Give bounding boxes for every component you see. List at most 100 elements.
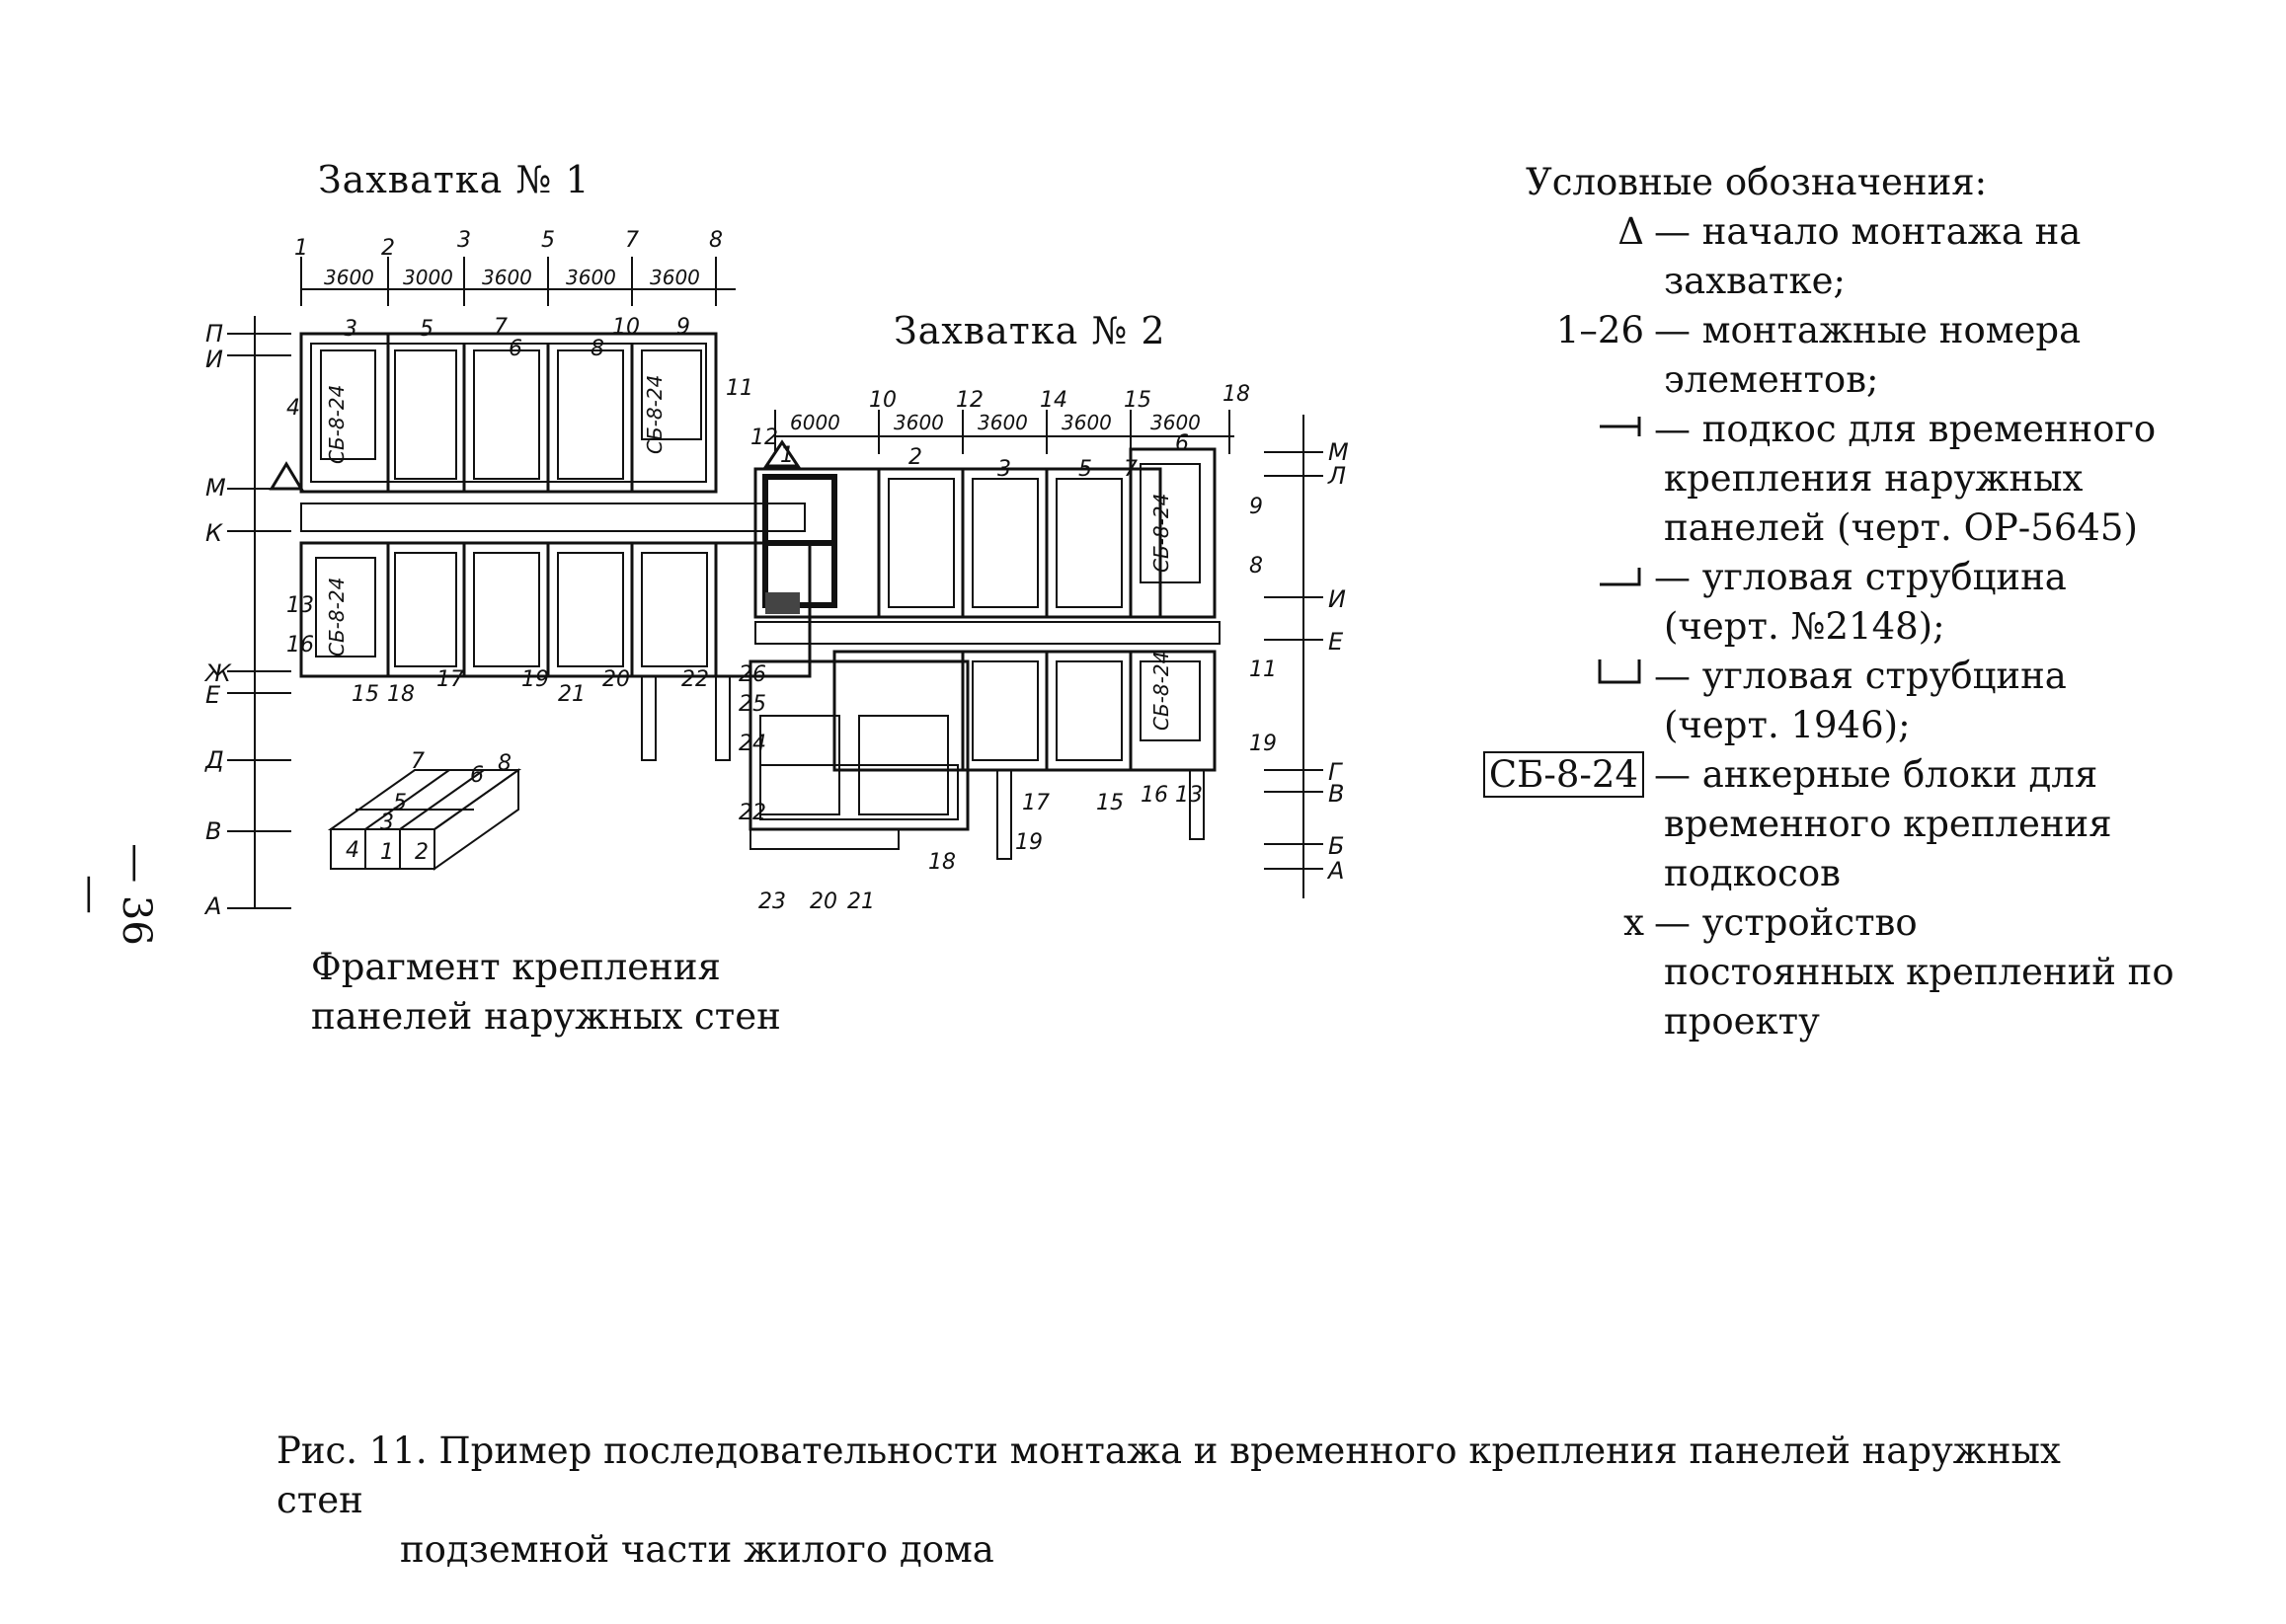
- svg-text:3600: 3600: [1062, 411, 1112, 434]
- svg-text:СБ-8-24: СБ-8-24: [325, 578, 349, 657]
- legend-item-start: Δ — начало монтажа на захватке;: [1526, 207, 2217, 306]
- svg-text:7: 7: [411, 749, 425, 774]
- svg-text:3600: 3600: [650, 266, 700, 289]
- svg-text:4: 4: [286, 396, 300, 421]
- svg-text:СБ-8-24: СБ-8-24: [325, 385, 349, 464]
- fragment-caption: Фрагмент крепления панелей наружных стен: [311, 943, 781, 1042]
- plan-drawing: 1 2 3 5 7 8 3600 3000 3600 3600 3600 П И…: [203, 228, 1349, 920]
- legend-text: (черт. 1946);: [1664, 704, 1911, 746]
- svg-text:В: В: [205, 817, 221, 845]
- svg-text:12: 12: [956, 388, 984, 413]
- svg-text:2: 2: [415, 840, 429, 865]
- legend-item-numbers: 1–26 — монтажные номера элементов;: [1526, 306, 2217, 405]
- svg-text:3600: 3600: [894, 411, 944, 434]
- svg-text:11: 11: [726, 376, 753, 401]
- svg-text:2: 2: [908, 445, 922, 470]
- svg-text:26: 26: [739, 662, 766, 687]
- svg-text:3600: 3600: [978, 411, 1028, 434]
- zone1-title: Захватка № 1: [318, 158, 591, 201]
- svg-text:20: 20: [602, 667, 630, 692]
- svg-text:10: 10: [612, 315, 640, 340]
- fragment-drawing: [327, 768, 522, 871]
- svg-text:10: 10: [869, 388, 897, 413]
- hatched-panel: [765, 592, 800, 614]
- svg-text:3600: 3600: [566, 266, 616, 289]
- legend-text: захватке;: [1664, 260, 1846, 302]
- legend-text: — монтажные номера: [1654, 309, 2082, 351]
- svg-text:Ж: Ж: [203, 659, 232, 687]
- svg-text:8: 8: [1249, 554, 1263, 579]
- svg-text:СБ-8-24: СБ-8-24: [1149, 494, 1173, 573]
- legend-text: — подкос для временного: [1654, 408, 2157, 450]
- corner-clamp-1946-icon: [1526, 652, 1654, 750]
- svg-text:3: 3: [457, 228, 471, 253]
- legend-symbol: Δ: [1617, 210, 1644, 253]
- svg-text:Е: Е: [205, 681, 221, 709]
- svg-text:3600: 3600: [324, 266, 374, 289]
- svg-text:22: 22: [681, 667, 709, 692]
- legend-symbol: 1–26: [1555, 309, 1644, 351]
- svg-text:7: 7: [625, 228, 639, 253]
- svg-text:3: 3: [344, 317, 357, 342]
- strut-icon: [1526, 405, 1654, 553]
- svg-text:Б: Б: [1328, 832, 1344, 860]
- svg-text:4: 4: [346, 838, 359, 863]
- svg-text:3: 3: [380, 811, 394, 835]
- figure-caption-line2: подземной части жилого дома: [400, 1528, 994, 1571]
- svg-text:19: 19: [1015, 830, 1043, 855]
- zone2-title: Захватка № 2: [894, 309, 1166, 352]
- svg-text:19: 19: [521, 667, 549, 692]
- svg-text:18: 18: [1222, 382, 1250, 407]
- svg-text:М: М: [1328, 438, 1349, 466]
- legend-text: подкосов: [1664, 852, 1841, 894]
- svg-text:22: 22: [739, 801, 766, 825]
- svg-text:16: 16: [286, 633, 314, 657]
- legend-text: постоянных креплений по: [1664, 951, 2174, 993]
- svg-text:18: 18: [928, 850, 956, 875]
- legend-text: проекту: [1664, 1000, 1820, 1043]
- fragment-caption-line: Фрагмент крепления: [311, 946, 721, 988]
- legend-text: элементов;: [1664, 358, 1879, 401]
- svg-text:15: 15: [1124, 388, 1151, 413]
- legend-item-anchor: СБ-8-24 — анкерные блоки для временного …: [1457, 750, 2217, 898]
- page-number: — 36 —: [68, 843, 159, 946]
- svg-text:7: 7: [494, 315, 508, 340]
- start-marker-plan1: [269, 461, 304, 491]
- svg-text:23: 23: [758, 889, 786, 914]
- svg-text:17: 17: [436, 667, 464, 692]
- legend-item-clamp-2148: — угловая струбцина (черт. №2148);: [1526, 553, 2217, 652]
- legend-item-permanent: х — устройство постоянных креплений по п…: [1526, 898, 2217, 1046]
- svg-text:21: 21: [847, 889, 875, 914]
- legend-text: — устройство: [1654, 901, 1918, 944]
- svg-text:6: 6: [1175, 431, 1189, 456]
- svg-text:В: В: [1328, 780, 1344, 808]
- svg-text:И: И: [205, 346, 223, 373]
- legend-text: крепления наружных: [1664, 457, 2084, 500]
- svg-text:М: М: [205, 474, 226, 502]
- svg-text:Д: Д: [204, 746, 224, 774]
- svg-text:2: 2: [381, 236, 395, 261]
- svg-text:8: 8: [709, 228, 723, 253]
- svg-text:9: 9: [1249, 495, 1263, 519]
- figure-caption-line1: Рис. 11. Пример последовательности монта…: [276, 1430, 2061, 1521]
- svg-text:7: 7: [1124, 457, 1138, 482]
- svg-text:К: К: [205, 519, 223, 547]
- svg-text:17: 17: [1022, 791, 1050, 815]
- legend-text: (черт. №2148);: [1664, 605, 1945, 648]
- svg-text:12: 12: [750, 425, 778, 450]
- svg-text:5: 5: [393, 791, 407, 815]
- svg-text:3600: 3600: [1150, 411, 1201, 434]
- svg-text:1: 1: [294, 236, 308, 261]
- svg-text:9: 9: [676, 315, 690, 340]
- corner-clamp-2148-icon: [1526, 553, 1654, 652]
- svg-text:8: 8: [498, 751, 512, 776]
- plan1-outline: [227, 257, 812, 909]
- svg-text:19: 19: [1249, 732, 1277, 756]
- start-marker-plan2: [763, 439, 801, 468]
- legend-text: панелей (черт. ОР-5645): [1664, 506, 2138, 549]
- svg-text:25: 25: [739, 692, 766, 717]
- svg-text:А: А: [1326, 857, 1344, 885]
- legend-text: — угловая струбцина: [1654, 655, 2067, 697]
- legend-item-strut: — подкос для временного крепления наружн…: [1526, 405, 2217, 553]
- plan2-outline: [749, 410, 1323, 898]
